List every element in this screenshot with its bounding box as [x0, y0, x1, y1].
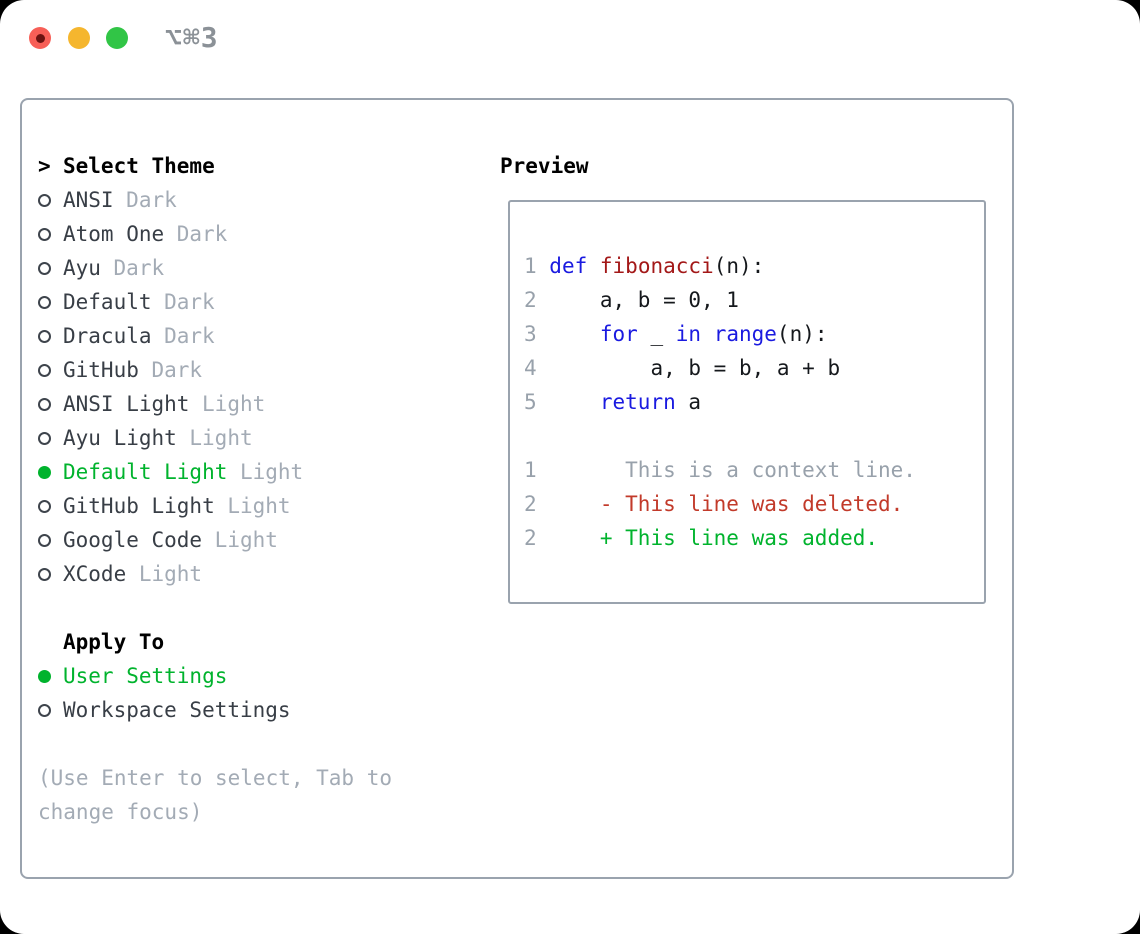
help-text: (Use Enter to select, Tab to change focus…	[38, 761, 392, 829]
theme-variant: Dark	[164, 290, 215, 314]
theme-option-ansi-light[interactable]: ANSI Light Light	[38, 387, 392, 421]
theme-name: ANSI Light	[63, 392, 190, 416]
theme-variant: Light	[239, 460, 304, 484]
theme-variant: Light	[214, 528, 278, 552]
theme-name: ANSI	[63, 188, 114, 212]
theme-option-dracula[interactable]: Dracula Dark	[38, 319, 392, 353]
code-line: 2 a, b = 0, 1	[524, 288, 739, 312]
radio-unselected-icon	[38, 397, 51, 411]
theme-option-default-light[interactable]: Default Light Light	[38, 455, 392, 489]
recording-dot-icon	[35, 33, 45, 43]
window-title: ⌥⌘3	[165, 21, 219, 54]
theme-name: Atom One	[63, 222, 165, 246]
radio-unselected-icon	[38, 703, 51, 717]
radio-unselected-icon	[38, 567, 51, 581]
theme-variant: Dark	[164, 324, 215, 348]
help-line: change focus)	[38, 800, 203, 824]
theme-name: XCode	[63, 562, 127, 586]
theme-name: Default Light	[63, 460, 228, 484]
code-line: 3 for _ in range(n):	[524, 322, 828, 346]
apply-option-label: Workspace Settings	[63, 698, 291, 722]
preview-header: Preview	[500, 154, 589, 178]
theme-name: GitHub Light	[63, 494, 215, 518]
theme-variant: Dark	[176, 222, 228, 246]
theme-name: Ayu	[63, 256, 101, 280]
theme-name: Default	[63, 290, 152, 314]
theme-name: Google Code	[63, 528, 203, 552]
select-theme-header-row: > Select Theme	[38, 149, 392, 183]
diff-line-ctx: 1 This is a context line.	[524, 458, 916, 482]
theme-name: Ayu Light	[63, 426, 177, 450]
radio-unselected-icon	[38, 363, 51, 377]
theme-option-github[interactable]: GitHub Dark	[38, 353, 392, 387]
apply-option-user-settings[interactable]: User Settings	[38, 659, 392, 693]
apply-option-label: User Settings	[63, 664, 228, 688]
theme-variant: Dark	[113, 256, 165, 280]
theme-variant: Dark	[151, 358, 203, 382]
close-button[interactable]	[29, 27, 51, 49]
theme-option-xcode[interactable]: XCode Light	[38, 557, 392, 591]
zoom-button[interactable]	[106, 27, 128, 49]
code-line: 4 a, b = b, a + b	[524, 356, 841, 380]
theme-name: GitHub	[63, 358, 139, 382]
radio-unselected-icon	[38, 295, 51, 309]
theme-name: Dracula	[63, 324, 152, 348]
theme-option-github-light[interactable]: GitHub Light Light	[38, 489, 392, 523]
diff-line-del: 2 - This line was deleted.	[524, 492, 904, 516]
radio-unselected-icon	[38, 193, 51, 207]
theme-variant: Dark	[126, 188, 177, 212]
radio-unselected-icon	[38, 431, 51, 445]
radio-unselected-icon	[38, 261, 51, 275]
help-line: (Use Enter to select, Tab to	[38, 766, 393, 790]
theme-variant: Light	[138, 562, 203, 586]
apply-option-workspace-settings[interactable]: Workspace Settings	[38, 693, 392, 727]
theme-variant: Light	[202, 392, 266, 416]
select-theme-header: Select Theme	[63, 154, 215, 178]
radio-unselected-icon	[38, 227, 51, 241]
apply-to-header: Apply To	[63, 630, 165, 654]
diff-line-add: 2 + This line was added.	[524, 526, 879, 550]
theme-option-ansi[interactable]: ANSI Dark	[38, 183, 392, 217]
minimize-button[interactable]	[68, 27, 90, 49]
theme-option-ayu[interactable]: Ayu Dark	[38, 251, 392, 285]
theme-variant: Light	[227, 494, 291, 518]
theme-option-default[interactable]: Default Dark	[38, 285, 392, 319]
radio-selected-icon	[38, 465, 51, 479]
code-line: 5 return a	[524, 390, 702, 414]
radio-unselected-icon	[38, 329, 51, 343]
apply-to-header-row: Apply To	[38, 625, 392, 659]
theme-variant: Light	[189, 426, 253, 450]
radio-selected-icon	[38, 669, 51, 683]
radio-unselected-icon	[38, 533, 51, 547]
theme-option-ayu-light[interactable]: Ayu Light Light	[38, 421, 392, 455]
theme-option-google-code[interactable]: Google Code Light	[38, 523, 392, 557]
theme-option-atom-one[interactable]: Atom One Dark	[38, 217, 392, 251]
prompt-icon: >	[38, 154, 51, 178]
radio-unselected-icon	[38, 499, 51, 513]
diff-sample: 1 This is a context line. 2 - This line w…	[524, 453, 984, 555]
